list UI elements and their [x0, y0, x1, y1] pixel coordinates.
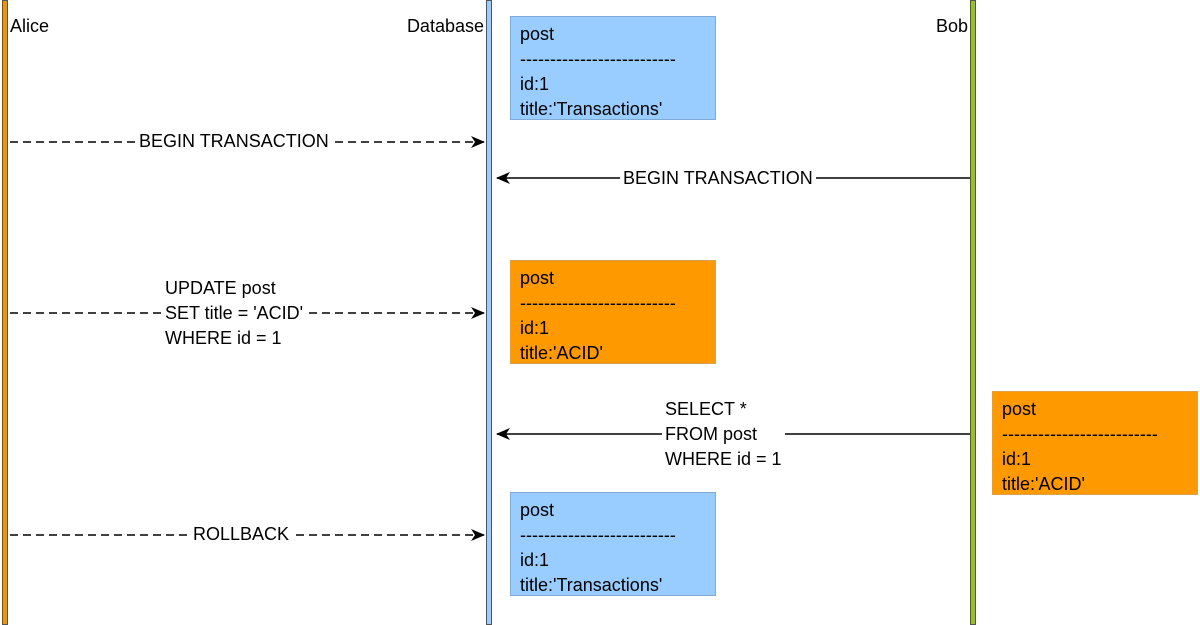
database-lifeline	[486, 0, 492, 625]
text-line: --------------------------	[520, 525, 676, 545]
text-line: --------------------------	[1002, 424, 1158, 444]
text-line: --------------------------	[520, 293, 676, 313]
text-line: UPDATE post	[165, 278, 276, 298]
text-line: id:1	[1002, 449, 1032, 469]
note-bob-view: post -------------------------- id:1 title:…	[992, 391, 1198, 495]
text-line: id:1	[520, 318, 550, 338]
text-line: id:1	[520, 74, 550, 94]
bob-lifeline	[970, 0, 976, 625]
message-alice-rollback: ROLLBACK	[190, 522, 293, 547]
text-line: post	[520, 24, 555, 44]
text-line: BEGIN TRANSACTION	[139, 131, 329, 151]
note-initial-state: post -------------------------- id:1 title:…	[510, 16, 716, 120]
actor-bob: Bob	[935, 16, 968, 36]
text-line: ROLLBACK	[193, 524, 290, 544]
text-line: SET title = 'ACID'	[165, 303, 304, 323]
text-line: post	[520, 500, 555, 520]
note-after-rollback: post -------------------------- id:1 title:…	[510, 492, 716, 596]
actor-database: Database	[406, 16, 484, 36]
text-line: SELECT *	[665, 399, 747, 419]
text-line: --------------------------	[520, 49, 676, 69]
text-line: FROM post	[665, 424, 758, 444]
text-line: post	[520, 268, 555, 288]
text-line: title:'ACID'	[520, 343, 603, 363]
text-line: post	[1002, 399, 1037, 419]
text-line: WHERE id = 1	[665, 449, 782, 469]
text-line: BEGIN TRANSACTION	[623, 168, 813, 188]
message-alice-begin: BEGIN TRANSACTION	[136, 129, 332, 154]
message-bob-begin: BEGIN TRANSACTION	[620, 166, 816, 191]
alice-lifeline	[2, 0, 8, 625]
text-line: title:'Transactions'	[520, 99, 663, 119]
note-after-update: post -------------------------- id:1 title:…	[510, 260, 716, 364]
text-line: title:'ACID'	[1002, 474, 1085, 494]
text-line: WHERE id = 1	[165, 328, 282, 348]
text-line: id:1	[520, 550, 550, 570]
text-line: title:'Transactions'	[520, 575, 663, 595]
actor-alice: Alice	[10, 16, 50, 36]
